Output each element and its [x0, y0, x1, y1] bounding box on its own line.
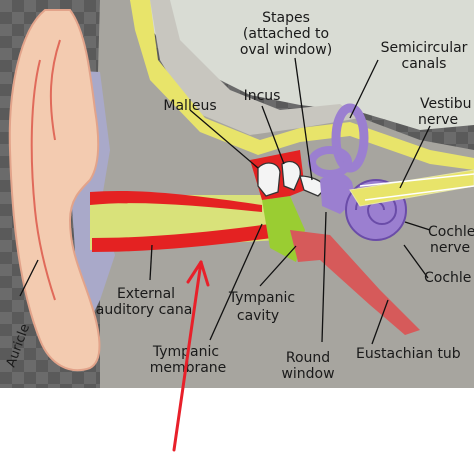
vestibular-label-line2: nerve — [418, 112, 458, 128]
auricle-helix-line — [49, 39, 61, 141]
arrow-shaft — [172, 260, 203, 452]
external-canal-label-line1: External — [117, 286, 175, 302]
vestibular-label-line1: Vestibu — [420, 96, 472, 112]
incus-label: Incus — [244, 88, 281, 104]
cochlear-nerve-label-line2: nerve — [430, 240, 470, 256]
canal-lining-top — [90, 190, 262, 212]
external-canal-label-line2: auditory canal — [96, 302, 196, 318]
tympanic-cavity-label-line2: cavity — [237, 308, 279, 324]
upper-background — [120, 0, 474, 130]
eustachian-tube-shape — [290, 230, 420, 335]
tympanic-membrane-label-line2: membrane — [150, 360, 227, 376]
canal-lining-bottom — [92, 224, 272, 252]
leader-incus — [261, 105, 285, 165]
leader-round-window — [321, 211, 327, 343]
leader-tympanic-membrane — [209, 223, 263, 341]
nerve-line-1 — [359, 173, 474, 187]
cochlea-label: Cochle — [424, 270, 471, 286]
stapes-label-line3: oval window) — [240, 42, 332, 58]
leader-malleus — [189, 109, 259, 169]
leader-external-canal — [149, 244, 153, 281]
leader-vestibular — [399, 125, 431, 189]
stapes-label-line1: Stapes — [262, 10, 310, 26]
arrow-head-right — [199, 260, 210, 287]
tympanic-membrane-label-line1: Tympanic — [152, 344, 219, 360]
round-window-label-line2: window — [281, 366, 334, 382]
annotation-arrow — [172, 260, 210, 452]
incus-shape — [281, 161, 301, 191]
stapes-label-line2: (attached to — [243, 26, 329, 42]
leader-stapes — [294, 57, 313, 181]
nerve-line-2 — [364, 185, 474, 201]
cochlear-nerve-label-line1: Cochle — [428, 224, 474, 240]
auricle-fold-line — [30, 59, 56, 301]
leader-semicircular — [349, 59, 379, 119]
round-window-label-line1: Round — [286, 350, 330, 366]
leader-lines — [19, 57, 431, 345]
semicircular-label-line1: Semicircular — [381, 40, 468, 56]
leader-cochlear-nerve — [404, 221, 431, 231]
tympanic-cavity-label-line1: Tympanic — [228, 290, 295, 306]
malleus-shape — [257, 162, 281, 197]
arrow-head-left — [186, 260, 203, 284]
yellow-membrane — [130, 0, 474, 170]
nerve-bundle — [349, 169, 474, 207]
auricle-shape — [8, 9, 101, 372]
leader-auricle — [19, 259, 39, 297]
leader-cochlea — [403, 244, 429, 279]
semicircular-label-line2: canals — [402, 56, 447, 72]
eustachian-label: Eustachian tub — [356, 346, 461, 362]
leader-eustachian — [371, 299, 389, 345]
bone-highlight — [150, 0, 360, 135]
leader-tympanic-cavity — [259, 245, 297, 287]
malleus-label: Malleus — [163, 98, 216, 114]
labels: Stapes (attached to oval window) Semicir… — [4, 10, 474, 382]
